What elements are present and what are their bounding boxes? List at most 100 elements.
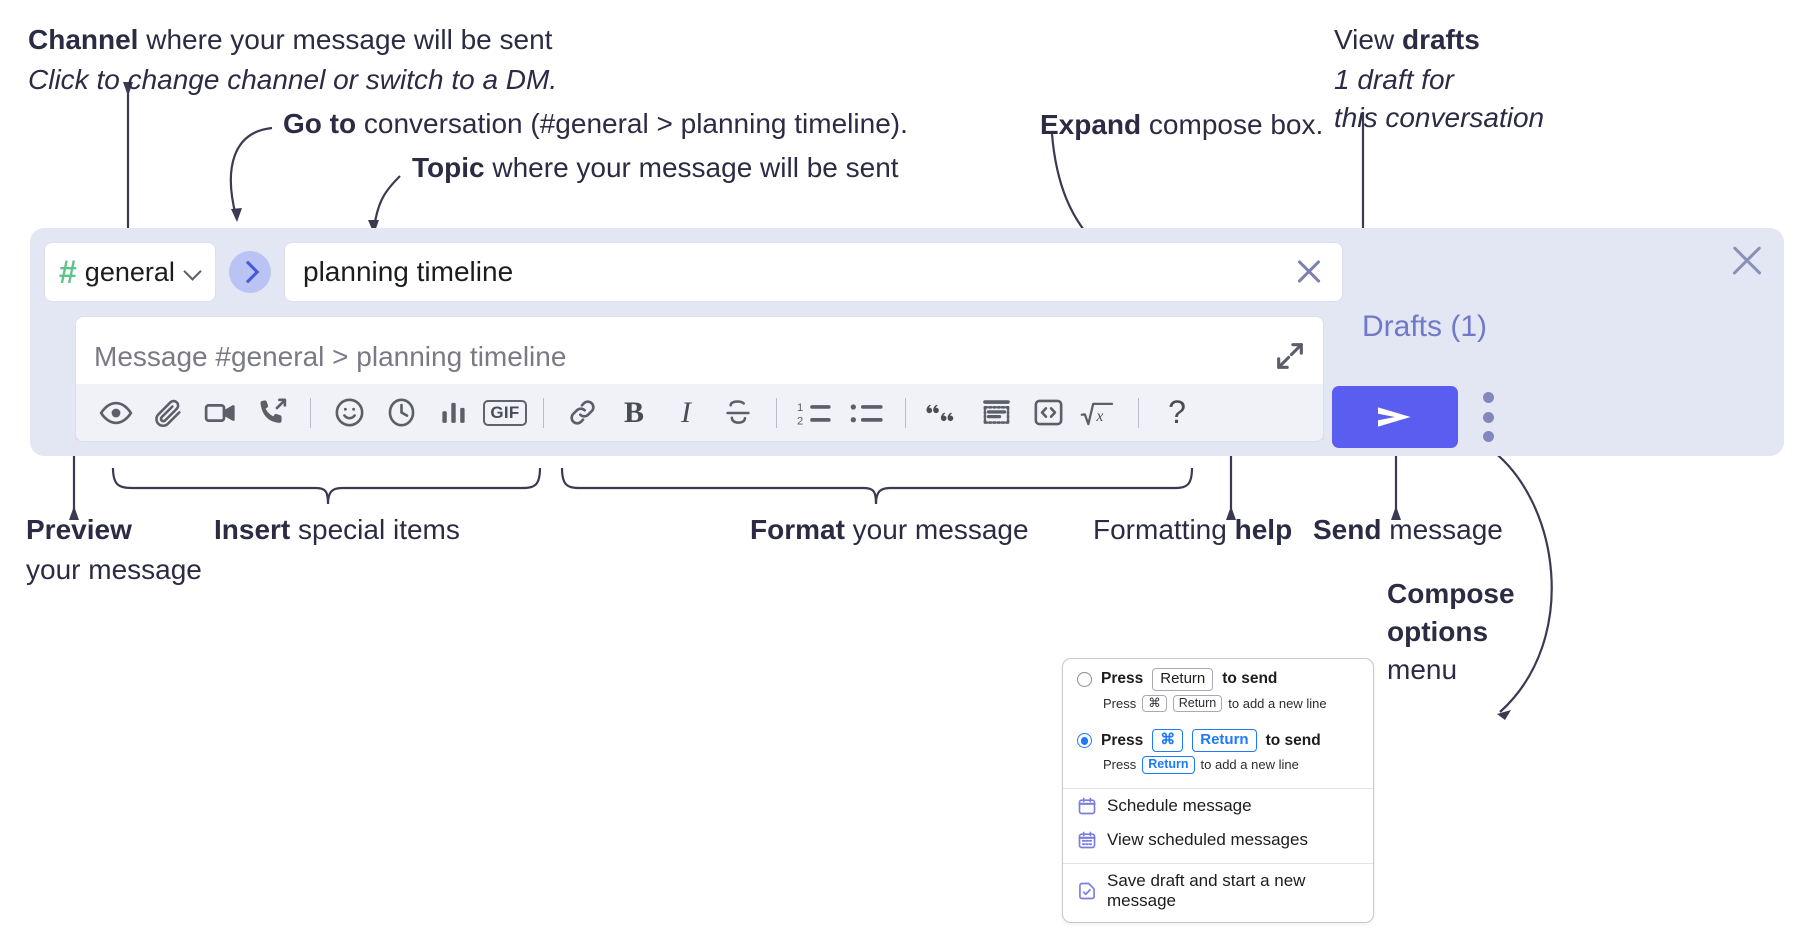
audio-call-icon[interactable] bbox=[246, 390, 298, 436]
key-cmd: ⌘ bbox=[1142, 694, 1167, 713]
help-icon[interactable]: ? bbox=[1151, 390, 1203, 436]
compose-header-row: # general planning timeline bbox=[44, 242, 1343, 302]
topic-field[interactable]: planning timeline bbox=[284, 242, 1343, 302]
menu-item-view-scheduled[interactable]: View scheduled messages bbox=[1063, 823, 1373, 857]
opt1-sub-post: to add a new line bbox=[1228, 696, 1327, 712]
annotation-channel-rest: where your message will be sent bbox=[138, 24, 553, 55]
annotation-drafts-bold: drafts bbox=[1401, 24, 1480, 55]
bulleted-list-icon[interactable] bbox=[841, 390, 893, 436]
calendar-schedule-icon bbox=[1077, 796, 1097, 816]
send-icon bbox=[1378, 407, 1411, 427]
annotation-help-bold: help bbox=[1234, 514, 1293, 545]
send-option-return-sub: Press ⌘ Return to add a new line bbox=[1063, 693, 1373, 721]
send-option-cmd-return[interactable]: Press ⌘ Return to send bbox=[1063, 720, 1373, 754]
attachment-icon[interactable] bbox=[142, 390, 194, 436]
annotation-preview-sub: your message bbox=[26, 553, 202, 585]
send-option-cmd-return-sub: Press Return to add a new line bbox=[1063, 754, 1373, 782]
clock-icon[interactable] bbox=[375, 390, 427, 436]
help-glyph: ? bbox=[1168, 394, 1186, 430]
italic-icon[interactable]: I bbox=[660, 390, 712, 436]
toolbar-separator bbox=[310, 397, 311, 428]
send-option-return[interactable]: Press Return to send bbox=[1063, 659, 1373, 693]
close-icon[interactable] bbox=[1292, 255, 1326, 289]
annotation-help: Formatting help bbox=[1093, 512, 1292, 548]
annotation-expand-bold: Expand bbox=[1040, 109, 1142, 140]
menu-item-label: Schedule message bbox=[1107, 795, 1252, 815]
send-button[interactable] bbox=[1332, 386, 1458, 448]
expand-icon[interactable] bbox=[1273, 339, 1307, 373]
close-compose-icon[interactable] bbox=[1728, 242, 1766, 280]
preview-icon[interactable] bbox=[90, 390, 142, 436]
key-return: Return bbox=[1152, 668, 1214, 691]
annotation-expand: Expand compose box. bbox=[1040, 107, 1323, 143]
opt2-sub-post: to add a new line bbox=[1200, 757, 1299, 773]
key-cmd-2: ⌘ bbox=[1152, 729, 1184, 753]
bold-icon[interactable]: B bbox=[608, 390, 660, 436]
strikethrough-icon[interactable] bbox=[712, 390, 764, 436]
opt1-post: to send bbox=[1222, 670, 1278, 688]
annotation-compose-line2: options bbox=[1387, 615, 1489, 647]
math-icon[interactable]: x bbox=[1074, 390, 1126, 436]
key-return-4: Return bbox=[1142, 756, 1195, 774]
opt1-pre: Press bbox=[1101, 670, 1144, 688]
toolbar-separator-4 bbox=[905, 397, 906, 428]
annotation-drafts-sub1: 1 draft for bbox=[1334, 63, 1454, 95]
annotation-goto-bold: Go to bbox=[283, 108, 357, 139]
key-return-2: Return bbox=[1172, 694, 1223, 713]
annotation-insert-bold: Insert bbox=[214, 514, 291, 545]
opt2-post: to send bbox=[1265, 731, 1321, 749]
opt1-sub-pre: Press bbox=[1103, 696, 1137, 712]
code-block-icon[interactable] bbox=[970, 390, 1022, 436]
menu-item-label: View scheduled messages bbox=[1107, 829, 1308, 849]
annotation-format-bold: Format bbox=[750, 514, 845, 545]
annotation-send-bold: Send bbox=[1313, 514, 1382, 545]
radio-cmd-return[interactable] bbox=[1077, 733, 1092, 749]
annotation-send-rest: message bbox=[1381, 514, 1503, 545]
link-icon[interactable] bbox=[556, 390, 608, 436]
svg-text:2: 2 bbox=[797, 415, 803, 427]
annotation-send: Send message bbox=[1313, 512, 1503, 548]
radio-return[interactable] bbox=[1077, 671, 1092, 687]
emoji-icon[interactable] bbox=[323, 390, 375, 436]
svg-text:x: x bbox=[1095, 408, 1103, 425]
opt2-pre: Press bbox=[1101, 731, 1144, 749]
annotation-insert: Insert special items bbox=[214, 512, 460, 548]
annotation-goto-rest: conversation (#general > planning timeli… bbox=[356, 108, 908, 139]
poll-icon[interactable] bbox=[427, 390, 479, 436]
video-icon[interactable] bbox=[194, 390, 246, 436]
annotation-format: Format your message bbox=[750, 512, 1029, 548]
annotation-compose-line1: Compose bbox=[1387, 578, 1515, 609]
code-icon[interactable] bbox=[1022, 390, 1074, 436]
annotation-format-rest: your message bbox=[844, 514, 1029, 545]
gif-label: GIF bbox=[483, 399, 527, 426]
annotation-help-pre: Formatting bbox=[1093, 514, 1235, 545]
ordered-list-icon[interactable]: 1 2 bbox=[789, 390, 841, 436]
menu-divider-1 bbox=[1063, 787, 1373, 789]
gif-icon[interactable]: GIF bbox=[479, 390, 531, 436]
topic-value: planning timeline bbox=[303, 256, 514, 287]
annotation-drafts-sub2: this conversation bbox=[1334, 101, 1545, 133]
menu-divider-2 bbox=[1063, 862, 1373, 864]
save-draft-icon bbox=[1077, 881, 1097, 901]
drafts-link[interactable]: Drafts (1) bbox=[1362, 310, 1488, 343]
annotation-preview: Preview your message bbox=[26, 512, 202, 588]
compose-panel: # general planning timeline Message #gen… bbox=[30, 228, 1784, 456]
annotation-topic-bold: Topic bbox=[412, 152, 485, 183]
toolbar-separator-3 bbox=[776, 397, 777, 428]
hash-icon: # bbox=[59, 254, 77, 290]
go-to-conversation-button[interactable] bbox=[229, 251, 271, 293]
annotation-goto: Go to conversation (#general > planning … bbox=[283, 106, 908, 142]
menu-item-schedule-message[interactable]: Schedule message bbox=[1063, 789, 1373, 823]
blockquote-icon[interactable] bbox=[918, 390, 970, 436]
annotation-channel: Channel where your message will be sent … bbox=[28, 22, 557, 98]
annotation-topic-rest: where your message will be sent bbox=[484, 152, 899, 183]
channel-selector[interactable]: # general bbox=[44, 242, 216, 302]
annotation-drafts: View drafts 1 draft for this conversatio… bbox=[1334, 22, 1544, 135]
compose-options-button[interactable] bbox=[1482, 392, 1494, 442]
annotation-preview-bold: Preview bbox=[26, 514, 132, 545]
menu-item-save-draft[interactable]: Save draft and start a new message bbox=[1063, 864, 1373, 922]
chevron-down-icon bbox=[185, 264, 201, 280]
toolbar-separator-5 bbox=[1138, 397, 1139, 428]
calendar-grid-icon bbox=[1077, 830, 1097, 850]
